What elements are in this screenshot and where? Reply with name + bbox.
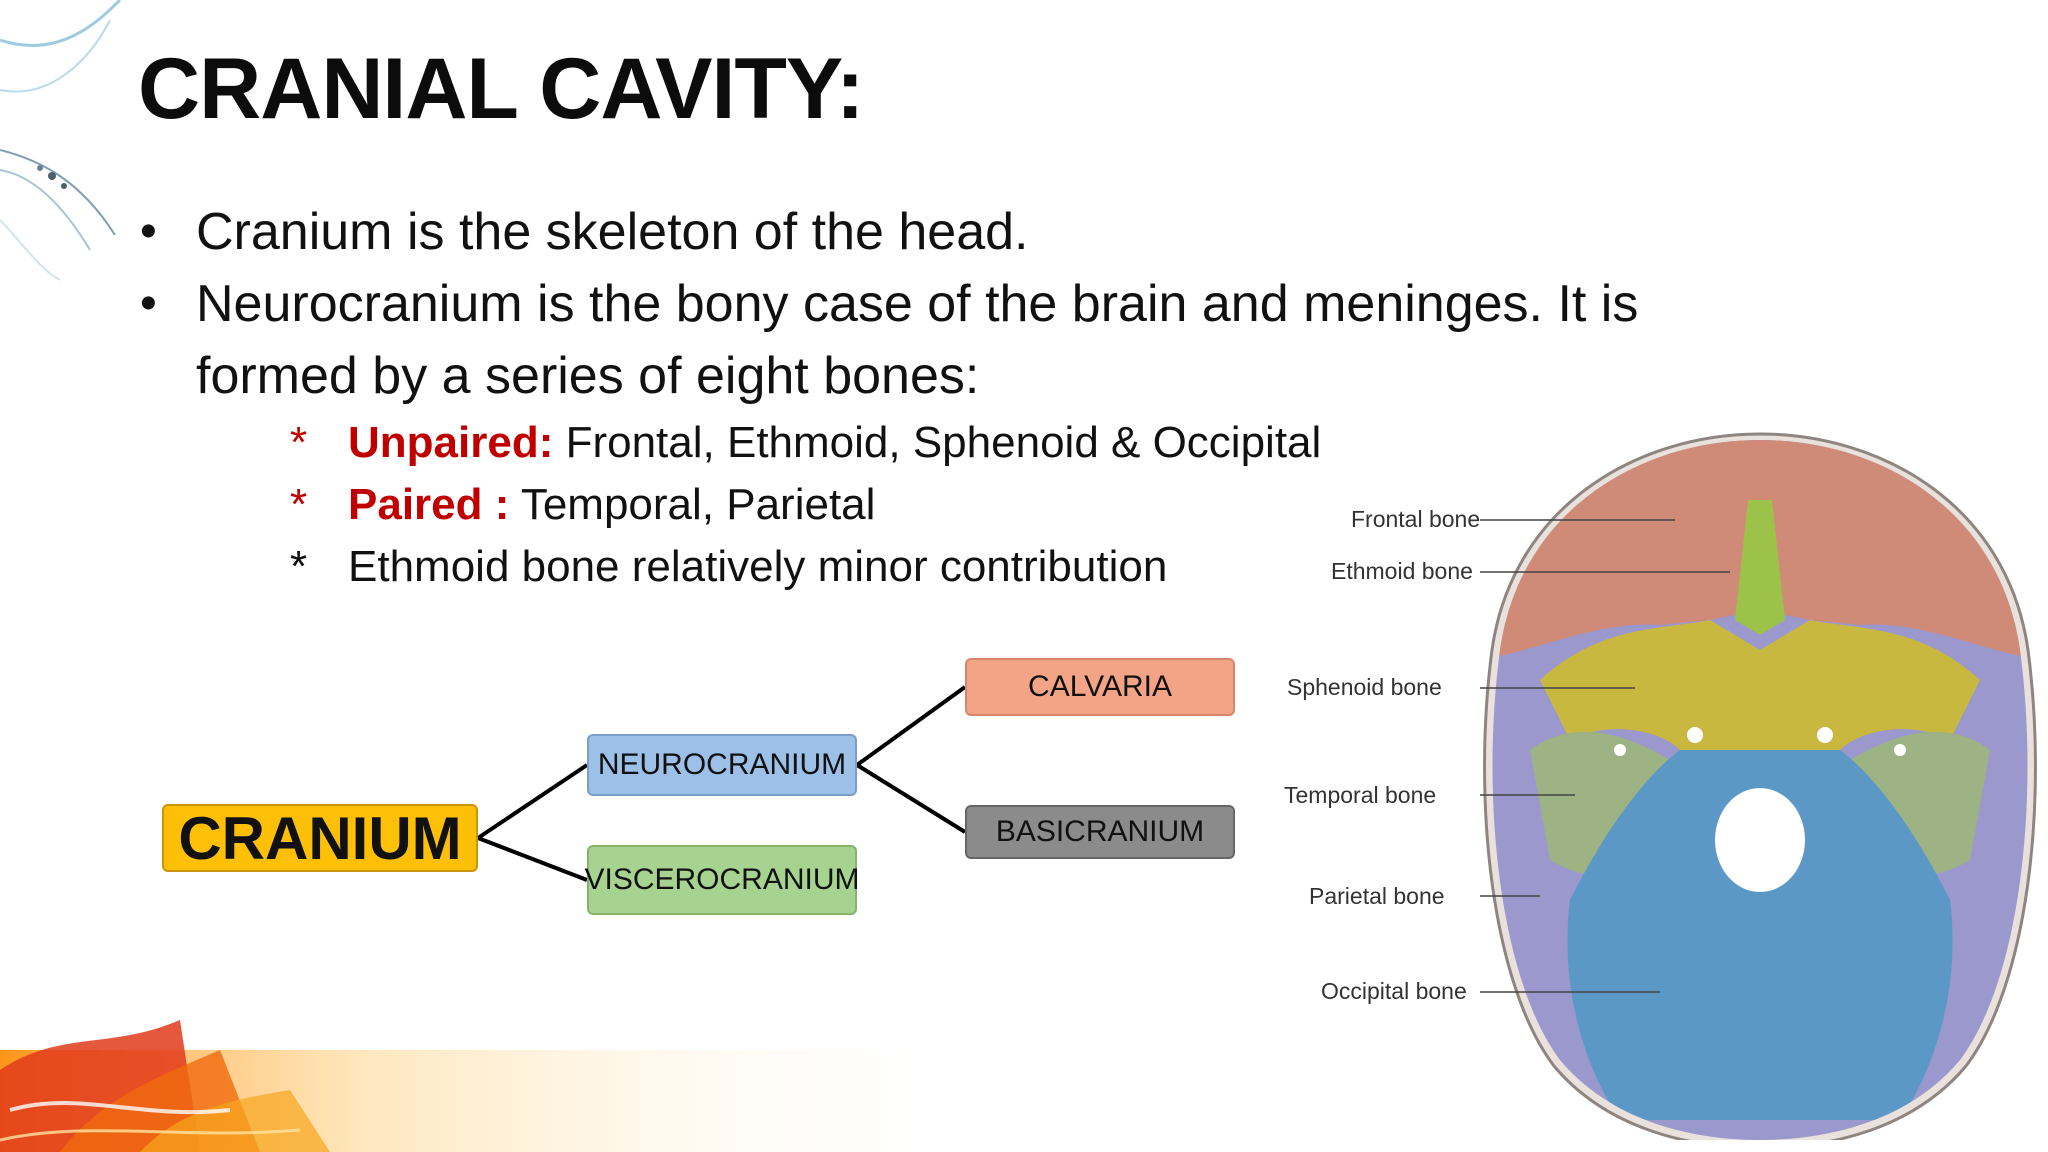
sub-marker: *: [290, 480, 308, 529]
decorative-swirl-bottom-left: [0, 1020, 920, 1152]
sub-text: Temporal, Parietal: [509, 480, 876, 529]
label-parietal-bone: Parietal bone: [1309, 883, 1445, 909]
bullet-marker: •: [140, 205, 157, 258]
sub-item-paired: * Paired : Temporal, Parietal: [290, 474, 1321, 536]
skull-base-illustration: [1480, 432, 2037, 1140]
sub-text: Ethmoid bone relatively minor contributi…: [348, 542, 1168, 591]
node-basicranium: BASICRANIUM: [965, 805, 1235, 859]
sphenoid-region: [1540, 620, 1980, 750]
sub-list: * Unpaired: Frontal, Ethmoid, Sphenoid &…: [290, 412, 1321, 598]
sub-marker: *: [290, 542, 308, 591]
connector-cranium-neurocranium: [476, 763, 589, 840]
label-temporal-bone: Temporal bone: [1284, 782, 1437, 808]
bullet-text: Cranium is the skeleton of the head.: [196, 203, 1029, 261]
node-calvaria: CALVARIA: [965, 658, 1235, 716]
sub-label: Paired :: [348, 480, 510, 529]
node-neurocranium: NEUROCRANIUM: [587, 734, 857, 796]
foramen-magnum: [1715, 788, 1805, 892]
bullet-text: Neurocranium is the bony case of the bra…: [196, 275, 1639, 405]
bullet-item: • Cranium is the skeleton of the head.: [140, 196, 1760, 268]
connector-neurocranium-calvaria: [855, 685, 967, 767]
decorative-swirl-top-left: [0, 0, 122, 281]
sub-item-ethmoid: * Ethmoid bone relatively minor contribu…: [290, 536, 1321, 598]
sub-item-unpaired: * Unpaired: Frontal, Ethmoid, Sphenoid &…: [290, 412, 1321, 474]
bullet-list: • Cranium is the skeleton of the head. •…: [140, 196, 1760, 412]
occipital-region: [1567, 750, 1953, 1120]
label-occipital-bone: Occipital bone: [1321, 978, 1467, 1004]
label-frontal-bone: Frontal bone: [1351, 506, 1481, 532]
bullet-marker: •: [140, 277, 157, 330]
node-cranium: CRANIUM: [162, 804, 478, 872]
sub-label: Unpaired:: [348, 418, 554, 467]
sub-text: Frontal, Ethmoid, Sphenoid & Occipital: [553, 418, 1322, 467]
ethmoid-region: [1735, 500, 1785, 635]
label-sphenoid-bone: Sphenoid bone: [1287, 674, 1442, 700]
connector-neurocranium-basicranium: [855, 763, 967, 834]
label-ethmoid-bone: Ethmoid bone: [1331, 558, 1473, 584]
slide-title: CRANIAL CAVITY:: [138, 41, 865, 137]
connector-cranium-viscerocranium: [477, 836, 588, 882]
bullet-item: • Neurocranium is the bony case of the b…: [140, 268, 1760, 412]
node-viscerocranium: VISCEROCRANIUM: [584, 845, 860, 915]
sub-marker: *: [290, 418, 308, 467]
